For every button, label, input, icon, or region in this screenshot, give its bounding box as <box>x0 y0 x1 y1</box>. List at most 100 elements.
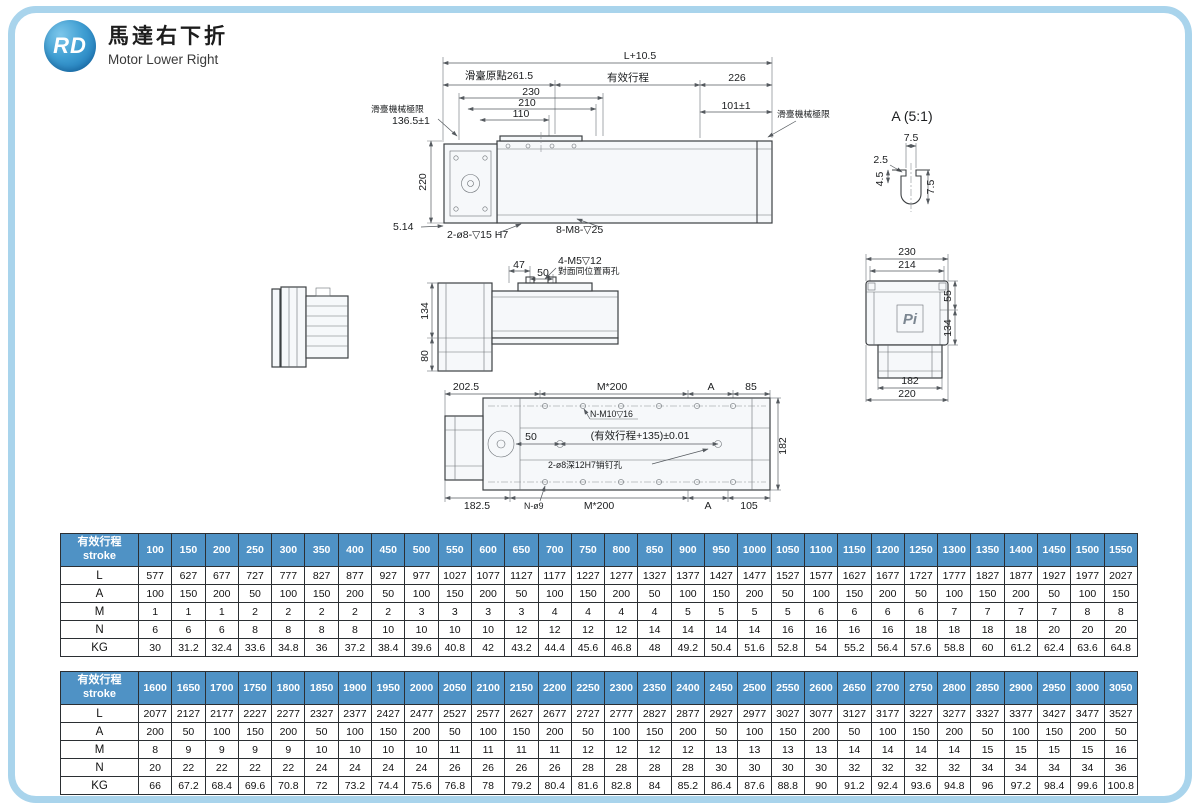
value-cell: 12 <box>504 620 539 639</box>
dim-85: 85 <box>745 381 757 393</box>
value-cell: 100 <box>404 584 439 603</box>
value-cell: 3 <box>404 602 439 621</box>
stroke-col-header: 2650 <box>837 671 872 705</box>
value-cell: 32.4 <box>204 638 239 657</box>
value-cell: 32 <box>903 758 939 777</box>
value-cell: 4 <box>537 602 572 621</box>
value-cell: 1377 <box>670 566 706 585</box>
value-cell: 24 <box>371 758 406 777</box>
value-cell: 82.8 <box>604 776 639 795</box>
value-cell: 200 <box>137 722 173 741</box>
value-cell: 927 <box>371 566 406 585</box>
value-cell: 1627 <box>837 566 872 585</box>
dim-220-vertical: 220 <box>417 173 429 191</box>
value-cell: 32 <box>937 758 972 777</box>
value-cell: 6 <box>870 602 905 621</box>
value-cell: 150 <box>1037 722 1072 741</box>
value-cell: 28 <box>670 758 706 777</box>
value-cell: 55.2 <box>837 638 872 657</box>
value-cell: 50 <box>437 722 472 741</box>
value-cell: 50 <box>903 584 939 603</box>
value-cell: 43.2 <box>504 638 539 657</box>
value-cell: 100 <box>1070 584 1105 603</box>
value-cell: 40.8 <box>437 638 472 657</box>
value-cell: 28 <box>570 758 606 777</box>
stroke-col-header: 1300 <box>937 533 972 567</box>
dim-230-end: 230 <box>898 246 916 258</box>
value-cell: 20 <box>137 758 173 777</box>
stroke-col-header: 2500 <box>737 671 772 705</box>
badge-label: RD <box>53 33 87 58</box>
label-a-top: A <box>707 381 714 393</box>
value-cell: 200 <box>604 584 639 603</box>
value-cell: 45.6 <box>570 638 606 657</box>
dim-105: 105 <box>740 500 758 512</box>
detail-a-title: A (5:1) <box>891 108 932 124</box>
value-cell: 28 <box>604 758 639 777</box>
value-cell: 2077 <box>137 704 173 723</box>
value-cell: 14 <box>637 620 672 639</box>
value-cell: 58.8 <box>937 638 972 657</box>
page-header: RD 馬達右下折 Motor Lower Right <box>44 20 228 72</box>
value-cell: 12 <box>537 620 572 639</box>
value-cell: 5 <box>770 602 805 621</box>
value-cell: 1577 <box>803 566 839 585</box>
stroke-col-header: 850 <box>637 533 672 567</box>
value-cell: 18 <box>903 620 939 639</box>
value-cell: 8 <box>271 620 306 639</box>
value-cell: 150 <box>837 584 872 603</box>
value-cell: 10 <box>404 740 439 759</box>
drawing-detail-a: A (5:1) 7.5 2.5 4.5 7.5 <box>873 108 937 212</box>
value-cell: 8 <box>1070 602 1105 621</box>
value-cell: 48 <box>637 638 672 657</box>
dim-101: 101±1 <box>721 100 750 112</box>
value-cell: 7 <box>970 602 1005 621</box>
value-cell: 3177 <box>870 704 905 723</box>
value-cell: 200 <box>870 584 905 603</box>
value-cell: 1 <box>204 602 239 621</box>
value-cell: 9 <box>237 740 273 759</box>
stroke-col-header: 1550 <box>1103 533 1139 567</box>
value-cell: 3227 <box>903 704 939 723</box>
value-cell: 150 <box>570 584 606 603</box>
value-cell: 2477 <box>404 704 439 723</box>
value-cell: 14 <box>870 740 905 759</box>
note-pinhole: 2-ø8深12H7销钉孔 <box>548 459 623 470</box>
value-cell: 727 <box>237 566 273 585</box>
note-mount-screws: 8-M8-▽25 <box>556 224 603 236</box>
value-cell: 2527 <box>437 704 472 723</box>
value-cell: 1927 <box>1037 566 1072 585</box>
dim-25: 2.5 <box>873 154 888 166</box>
value-cell: 2277 <box>271 704 306 723</box>
value-cell: 3377 <box>1003 704 1039 723</box>
value-cell: 977 <box>404 566 439 585</box>
value-cell: 4 <box>637 602 672 621</box>
value-cell: 92.4 <box>870 776 905 795</box>
drawing-main-view: L+10.5 滑臺原點261.5 有效行程 226 230 210 110 10… <box>371 50 830 241</box>
stroke-col-header: 1750 <box>237 671 273 705</box>
value-cell: 90 <box>803 776 839 795</box>
value-cell: 100 <box>337 722 373 741</box>
value-cell: 1027 <box>437 566 472 585</box>
value-cell: 50 <box>1103 722 1139 741</box>
value-cell: 91.2 <box>837 776 872 795</box>
value-cell: 3 <box>437 602 472 621</box>
value-cell: 1077 <box>470 566 506 585</box>
value-cell: 50 <box>371 584 406 603</box>
row-label: KG <box>60 638 139 657</box>
value-cell: 7 <box>1037 602 1072 621</box>
value-cell: 12 <box>637 740 672 759</box>
value-cell: 75.6 <box>404 776 439 795</box>
value-cell: 12 <box>570 620 606 639</box>
value-cell: 6 <box>837 602 872 621</box>
value-cell: 18 <box>937 620 972 639</box>
value-cell: 18 <box>1003 620 1039 639</box>
value-cell: 16 <box>837 620 872 639</box>
value-cell: 30 <box>704 758 739 777</box>
value-cell: 100 <box>271 584 306 603</box>
